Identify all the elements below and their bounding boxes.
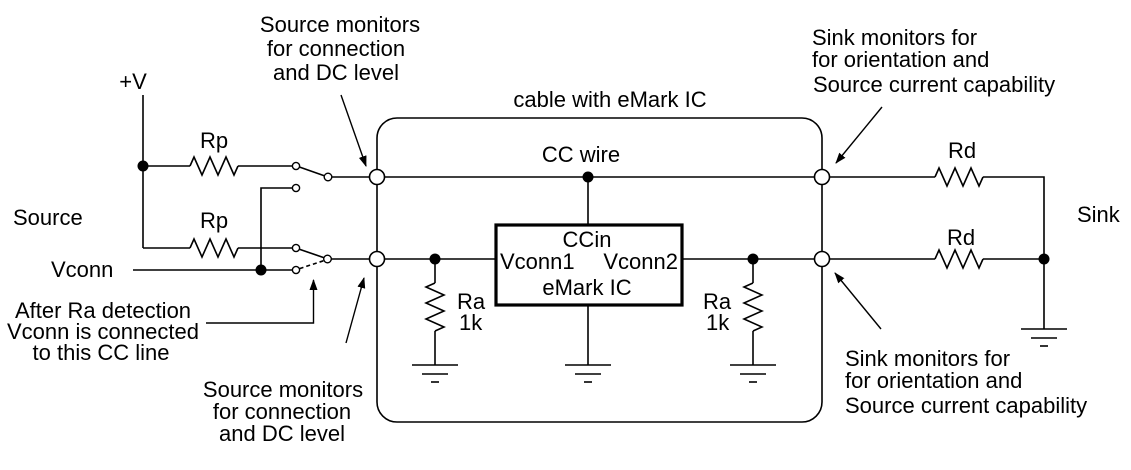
- rd-top-wire-right: [983, 176, 1045, 329]
- annotation-arrow: [834, 272, 882, 330]
- annotation-sink-monitors-top: Sink monitors for for orientation and So…: [812, 25, 1055, 164]
- annotation-line: Source monitors: [260, 12, 420, 37]
- annotation-line: for connection: [267, 36, 405, 61]
- cc2-switch: [291, 243, 370, 275]
- ground-symbol-ra-left: [412, 364, 458, 383]
- ra-right-value-label: 1k: [706, 310, 730, 335]
- annotation-line: and DC level: [219, 421, 345, 446]
- rd-top-resistor: [934, 166, 984, 188]
- ra-left-name-label: Ra: [457, 289, 486, 314]
- cc1-switch-lever: [299, 166, 325, 177]
- annotation-line: Source current capability: [845, 393, 1087, 418]
- source-side-wiring: [133, 95, 293, 276]
- cc2-switch-dashed-lever: [299, 259, 325, 270]
- ra-left-resistor: [424, 282, 446, 332]
- annotation-line: Vconn is connected: [7, 319, 199, 344]
- annotation-arrow: [345, 277, 366, 344]
- annotation-pointer: [206, 279, 318, 324]
- rp-top-resistor: [189, 155, 239, 177]
- annotation-after-ra: After Ra detection Vconn is connected to…: [7, 279, 318, 365]
- annotation-source-monitors-bottom: Source monitors for connection and DC le…: [203, 277, 366, 446]
- ra-right-name-label: Ra: [703, 289, 732, 314]
- emark-ic-box: [494, 223, 684, 307]
- annotation-line: for connection: [213, 399, 351, 424]
- annotation-line: Sink monitors for: [812, 25, 977, 50]
- cc2-switch-pole: [323, 254, 333, 264]
- rd-top-label: Rd: [948, 138, 976, 163]
- ic-pin-vconn2-label: Vconn2: [603, 249, 678, 274]
- cable-internals: [384, 171, 815, 383]
- vconn-branch-wire: [260, 187, 293, 270]
- annotation-line: to this CC line: [33, 340, 170, 365]
- ra-right-resistor: [742, 282, 764, 332]
- annotation-arrow: [835, 106, 883, 164]
- rd-bottom-label: Rd: [947, 225, 975, 250]
- source-vconn-pin: [368, 250, 386, 268]
- annotation-line: Sink monitors for: [845, 346, 1010, 371]
- annotation-arrow: [340, 94, 367, 167]
- supply-label: +V: [119, 69, 147, 94]
- annotation-line: Source monitors: [203, 377, 363, 402]
- rd-bottom-resistor: [934, 248, 984, 270]
- annotation-line: After Ra detection: [15, 298, 191, 323]
- source-cc-pin: [368, 168, 386, 186]
- sink-label: Sink: [1077, 202, 1121, 227]
- annotation-sink-monitors-bottom: Sink monitors for for orientation and So…: [834, 272, 1087, 418]
- annotation-line: and DC level: [273, 60, 399, 85]
- annotation-line: for orientation and: [845, 368, 1022, 393]
- cc1-switch: [291, 161, 370, 193]
- rp-bottom-resistor: [189, 237, 239, 259]
- source-label: Source: [13, 205, 83, 230]
- cc2-switch-lever: [299, 248, 325, 259]
- sink-cc-pin: [813, 168, 831, 186]
- rd-junction-dot: [1038, 253, 1050, 265]
- cc1-switch-pole: [323, 172, 333, 182]
- ic-pin-vconn1-label: Vconn1: [500, 249, 575, 274]
- cc2-switch-throw-rp: [291, 243, 301, 253]
- annotation-source-monitors-top: Source monitors for connection and DC le…: [260, 12, 420, 167]
- ground-symbol-ic: [565, 364, 611, 383]
- supply-junction-dot: [137, 160, 149, 172]
- ground-symbol-sink: [1021, 328, 1067, 347]
- sink-side-wiring: [829, 166, 1067, 347]
- cc-wire-label: CC wire: [542, 142, 620, 167]
- cc2-switch-throw-vconn: [291, 265, 301, 275]
- rp-bottom-label: Rp: [200, 208, 228, 233]
- rp-top-label: Rp: [200, 128, 228, 153]
- vconn-label: Vconn: [51, 257, 113, 282]
- ic-pin-ccin-label: CCin: [563, 227, 612, 252]
- ground-symbol-ra-right: [730, 364, 776, 383]
- emark-ic-label: eMark IC: [542, 275, 631, 300]
- annotation-line: Source current capability: [813, 72, 1055, 97]
- sink-vconn-pin: [813, 250, 831, 268]
- annotation-line: for orientation and: [812, 47, 989, 72]
- cc1-switch-throw-rp: [291, 161, 301, 171]
- ra-left-value-label: 1k: [459, 310, 483, 335]
- cc1-switch-throw-vconn: [291, 183, 301, 193]
- cable-outline: [376, 117, 823, 423]
- cable-title: cable with eMark IC: [513, 87, 706, 112]
- vconn-junction-dot: [255, 264, 267, 276]
